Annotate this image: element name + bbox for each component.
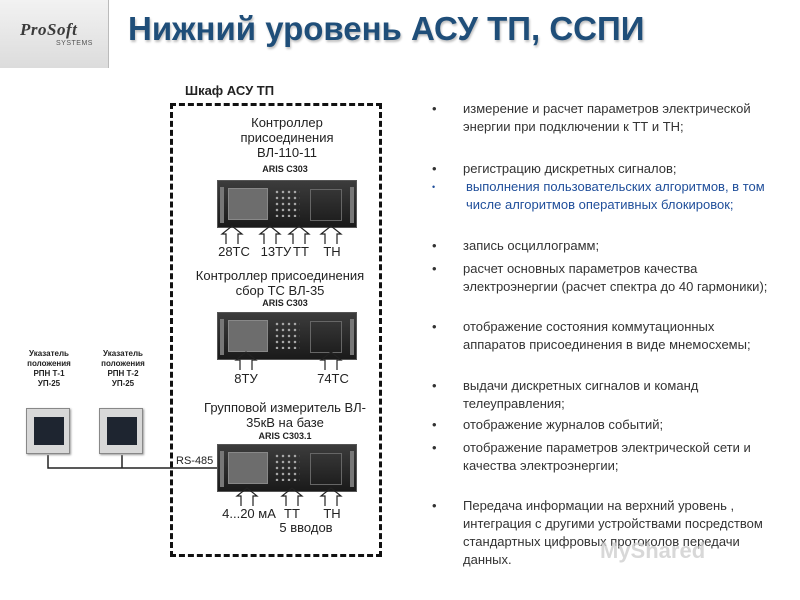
bullet-text: Передача информации на верхний уровень ,… [463,498,763,567]
ctrl3-note: 5 вводов [279,520,333,535]
ctrl1-input: ТТ [293,244,309,259]
ctrl2-input: 8ТУ [234,371,258,386]
indicator2-line: РПН Т-2 [107,369,139,378]
arrow-icon [319,225,343,244]
ctrl1-line: ВЛ-110-11 [257,145,317,160]
indicator1-line: УП-25 [37,379,61,388]
indicator1-device [26,408,70,454]
ctrl2-line: Контроллер присоединения [195,268,365,283]
bullet-text: запись осциллограмм; [463,238,600,253]
bullet-text: выдачи дискретных сигналов и команд теле… [463,378,699,411]
ctrl3-line: Групповой измеритель ВЛ- [204,400,366,415]
arrow-icon [319,351,343,370]
indicator1-line: Указатель [29,349,69,358]
cabinet-frame [170,103,382,557]
prosoft-logo: ProSoft SYSTEMS [0,0,109,68]
ctrl3-input: ТТ [284,506,300,521]
ctrl2-label: Контроллер присоединения сбор ТС ВЛ-35 [190,268,370,298]
ctrl2-input: 74ТС [317,371,349,386]
arrow-icon [287,225,311,244]
ctrl1-device [217,180,357,228]
ctrl3-input: ТН [323,506,341,521]
indicator2-line: положения [101,359,145,368]
bullet-text: регистрацию дискретных сигналов; [463,161,677,176]
bullet-text: отображение параметров электрической сет… [463,440,751,473]
ctrl2-device [217,312,357,360]
bullet-text: выполнения пользовательских алгоритмов, … [466,179,765,212]
bullet-text: отображение состояния коммутационных апп… [463,319,751,352]
ctrl3-device [217,444,357,492]
bullet-text: отображение журналов событий; [463,417,664,432]
arrow-icon [280,487,304,506]
cabinet-title: Шкаф АСУ ТП [185,83,275,98]
ctrl3-model: ARIS C303.1 [258,431,312,441]
arrow-icon [258,225,282,244]
rs485-bus [47,455,217,469]
ctrl1-input: 28ТС [218,244,250,259]
arrow-icon [220,225,244,244]
ctrl3-label: Групповой измеритель ВЛ- 35кВ на базе [195,400,375,430]
arrow-icon [235,487,259,506]
indicator2-device [99,408,143,454]
indicator1-line: положения [27,359,71,368]
arrow-icon [234,351,258,370]
logo-sub: SYSTEMS [56,40,93,47]
indicator2-label: Указатель положения РПН Т-2 УП-25 [93,349,153,389]
watermark: MyShared [600,538,706,563]
ctrl1-input: ТН [323,244,341,259]
bullet-text: расчет основных параметров качества элек… [463,261,768,294]
ctrl1-line: Контроллер [251,115,323,130]
ctrl1-model: ARIS C303 [262,164,308,174]
rs485-label: RS-485 [176,455,214,467]
bullet-text: измерение и расчет параметров электричес… [463,101,751,134]
ctrl3-input: 4...20 мА [222,506,276,521]
indicator2-line: УП-25 [111,379,135,388]
ctrl2-model: ARIS C303 [262,298,308,308]
ctrl2-line: сбор ТС ВЛ-35 [235,283,325,298]
ctrl1-input: 13ТУ [260,244,292,259]
page-title: Нижний уровень АСУ ТП, ССПИ [128,10,645,47]
logo-brand: ProSoft [20,20,78,39]
ctrl3-line: 35кВ на базе [246,415,324,430]
indicator2-line: Указатель [103,349,143,358]
ctrl1-line: присоединения [240,130,334,145]
arrow-icon [319,487,343,506]
indicator1-line: РПН Т-1 [33,369,65,378]
ctrl1-label: Контроллер присоединения ВЛ-110-11 [222,115,352,160]
indicator1-label: Указатель положения РПН Т-1 УП-25 [20,349,78,389]
